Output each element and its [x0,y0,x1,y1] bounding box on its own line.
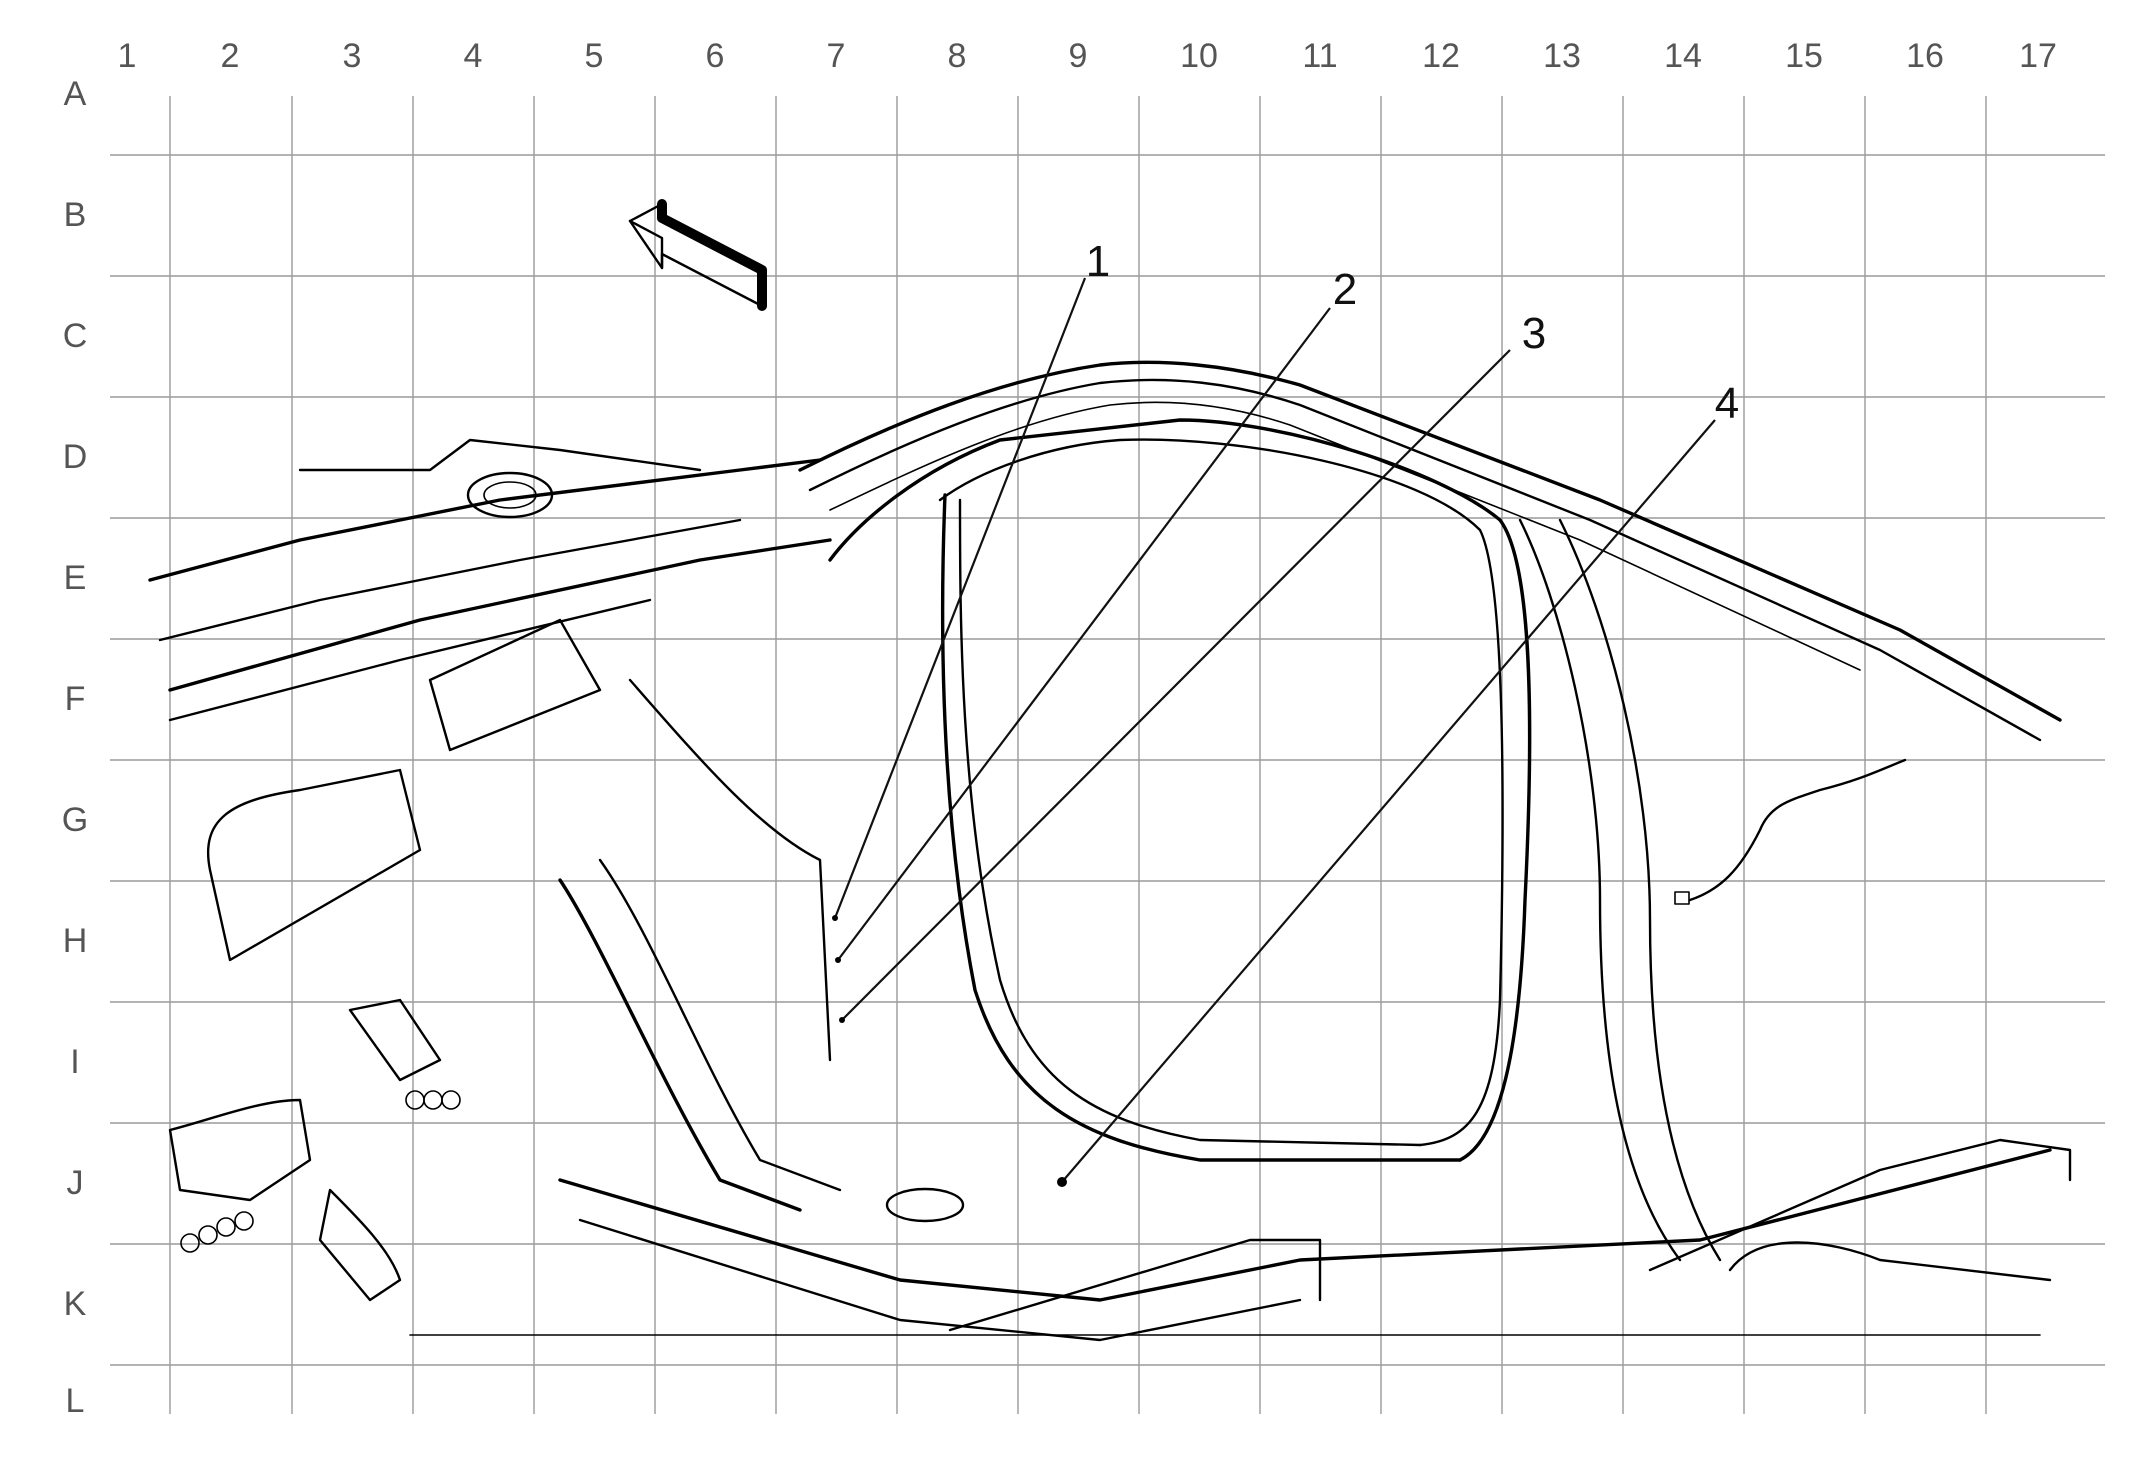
col-label-8: 8 [948,37,967,75]
col-label-6: 6 [706,37,725,75]
col-label-3: 3 [343,37,362,75]
col-label-4: 4 [464,37,483,75]
col-label-1: 1 [118,37,137,75]
row-label-f: F [65,680,86,718]
callout-point-3 [839,1017,845,1023]
row-label-l: L [66,1382,85,1420]
row-label-b: B [64,196,87,234]
col-label-7: 7 [827,37,846,75]
row-label-g: G [62,801,88,839]
row-label-d: D [63,438,88,476]
callout-label-2: 2 [1333,265,1357,314]
callout-point-2 [835,957,841,963]
col-label-17: 17 [2019,37,2057,75]
col-label-14: 14 [1664,37,1702,75]
row-label-e: E [64,559,87,597]
row-label-c: C [63,317,88,355]
col-label-15: 15 [1785,37,1823,75]
callout-leader-1 [833,277,1087,919]
col-label-12: 12 [1422,37,1460,75]
callout-leader-2 [837,307,1331,961]
callout-label-4: 4 [1715,379,1739,428]
row-label-a: A [64,75,87,113]
callout-point-4 [1057,1177,1067,1187]
row-label-i: I [70,1043,79,1081]
col-label-13: 13 [1543,37,1581,75]
callout-leader-3 [841,349,1511,1021]
callouts: 1 2 3 4 [832,237,1739,1187]
column-labels: 1 2 3 4 5 6 7 8 9 10 11 12 13 14 15 16 1… [118,37,2057,75]
row-label-h: H [63,922,88,960]
callout-label-3: 3 [1522,309,1546,358]
vehicle-body-structure [148,360,2072,1342]
row-labels: A B C D E F G H I J K L [62,75,88,1420]
col-label-5: 5 [585,37,604,75]
col-label-2: 2 [221,37,240,75]
col-label-10: 10 [1180,37,1218,75]
callout-label-1: 1 [1086,237,1110,286]
callout-leader-4 [1061,419,1716,1183]
col-label-16: 16 [1906,37,1944,75]
callout-point-1 [832,915,838,921]
grid-lines [110,96,2105,1414]
row-label-j: J [67,1164,84,1202]
arrow-icon [628,199,767,311]
col-label-9: 9 [1069,37,1088,75]
col-label-11: 11 [1302,37,1337,75]
row-label-k: K [64,1285,87,1323]
